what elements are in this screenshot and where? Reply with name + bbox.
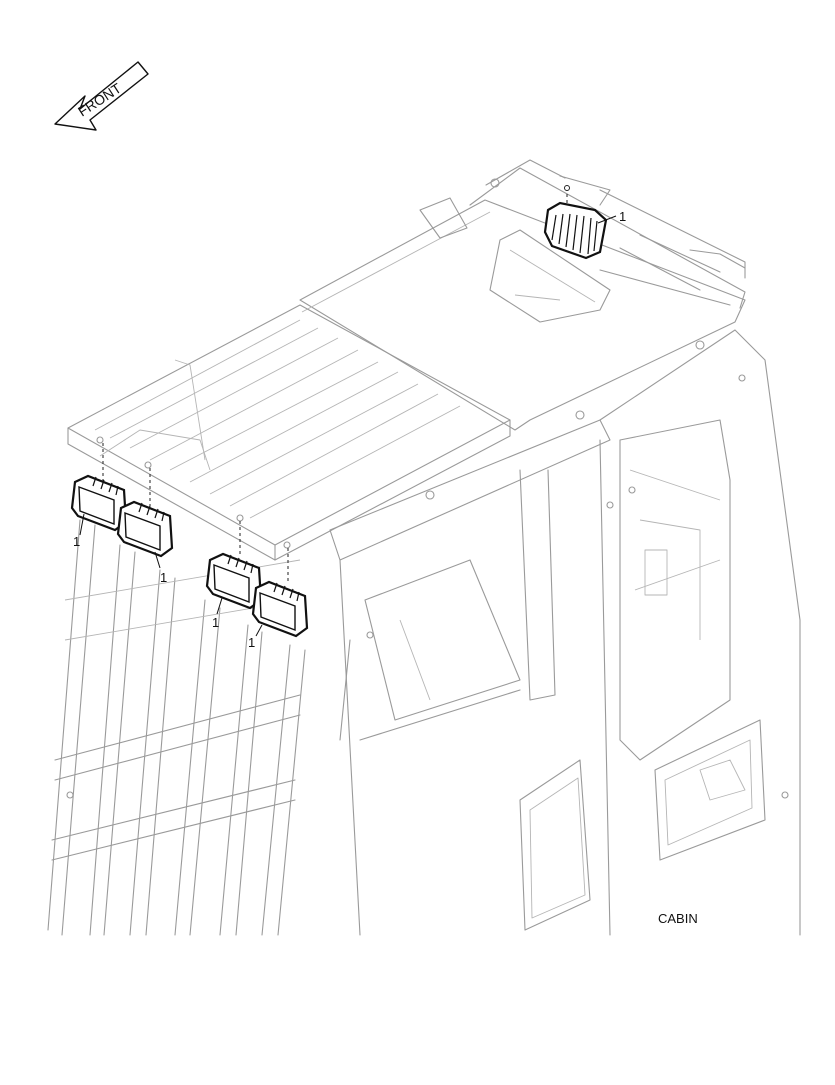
work-lamp-front-right-outer: 1 <box>248 548 309 650</box>
work-lamp-roof-rear: 1 <box>543 185 626 260</box>
work-lamp-front-left-inner: 1 <box>116 468 174 585</box>
callout-1-roof: 1 <box>619 209 626 224</box>
view-label: CABIN <box>658 911 698 926</box>
callout-1-front-left-inner: 1 <box>160 570 167 585</box>
cabin-body <box>47 159 801 936</box>
work-lamp-front-right-inner: 1 <box>205 521 263 630</box>
callout-1-front-left-outer: 1 <box>73 534 80 549</box>
front-arrow: FRONT <box>54 61 149 131</box>
work-lamp-front-left-outer: 1 <box>70 443 128 549</box>
callout-1-front-right-outer: 1 <box>248 635 255 650</box>
callout-1-front-right-inner: 1 <box>212 615 219 630</box>
